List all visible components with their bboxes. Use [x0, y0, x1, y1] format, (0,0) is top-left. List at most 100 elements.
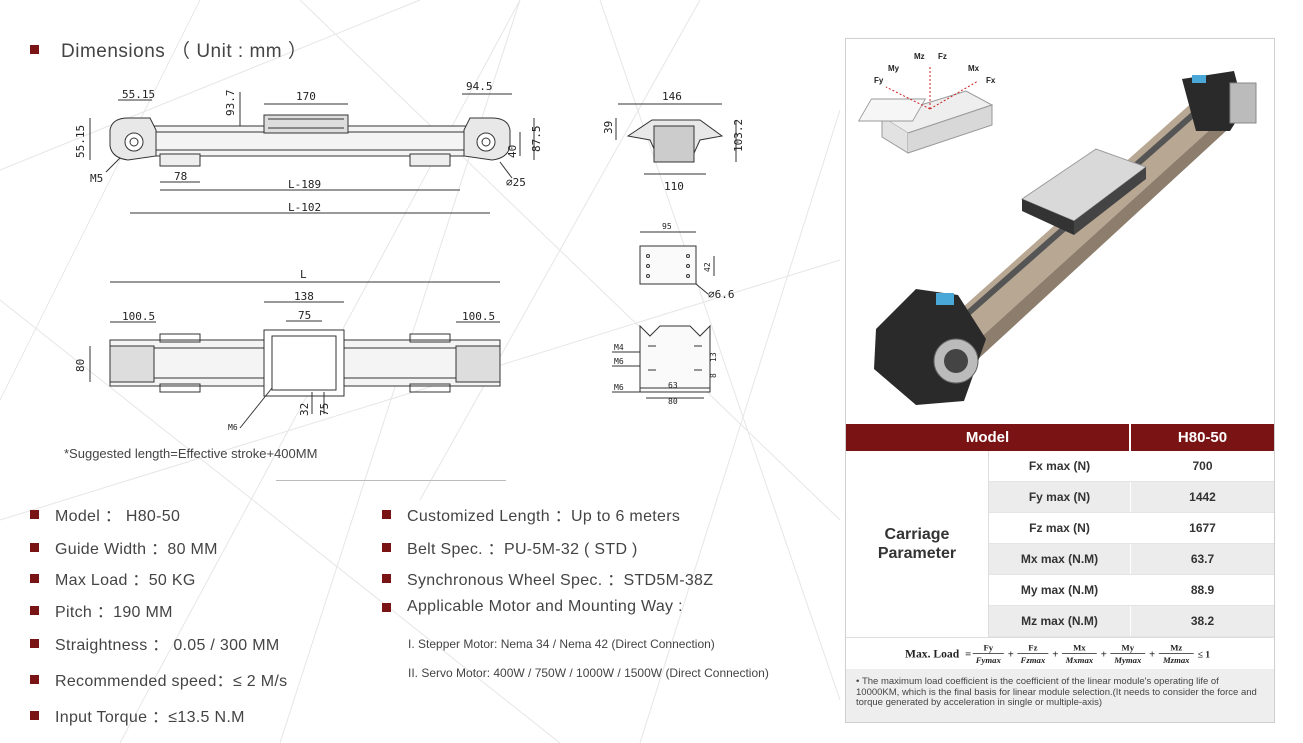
- table-row: Mx max (N.M)63.7: [989, 544, 1274, 575]
- linear-module-illustration: [874, 71, 1257, 405]
- dim-top-32: 32: [298, 403, 311, 416]
- dim-front-m5: M5: [90, 172, 103, 185]
- table-header-value: H80-50: [1177, 429, 1228, 446]
- dim-profile-63: 63: [668, 381, 678, 390]
- spec-bullet: [30, 674, 39, 684]
- formula-num-my: My: [1122, 643, 1135, 653]
- dim-profile-13: 13: [709, 352, 718, 362]
- dim-front-93-7: 93.7: [224, 90, 237, 117]
- svg-text:+: +: [1149, 649, 1155, 660]
- product-panel: Mz Fz My Fy Mx Fx Model H80-50 Ca: [845, 38, 1275, 723]
- axis-label-mz: Mz: [914, 52, 925, 61]
- svg-text:+: +: [1052, 649, 1058, 660]
- dim-side-146: 146: [662, 90, 682, 103]
- dim-carriage-d6-6: ∅6.6: [708, 288, 735, 301]
- dim-side-103-2: 103.2: [732, 119, 745, 152]
- dim-top-138: 138: [294, 290, 314, 303]
- table-row: My max (N.M)88.9: [989, 575, 1274, 606]
- formula-label: Max. Load: [905, 647, 960, 660]
- spec-item-input-torque: Input Torque ：≤13.5 N.M: [30, 703, 245, 727]
- axis-label-my: My: [888, 64, 900, 73]
- footnote: • The maximum load coefficient is the co…: [846, 669, 1274, 722]
- motor-way-servo: II. Servo Motor: 400W / 750W / 1000W / 1…: [408, 666, 769, 680]
- svg-text:+: +: [1008, 649, 1014, 660]
- spec-item-recommended-speed: Recommended speed：≤ 2 M/s: [30, 667, 287, 691]
- svg-text:=: =: [965, 649, 971, 660]
- formula-den-mxmax: Mxmax: [1065, 655, 1094, 665]
- spec-bullet: [30, 542, 39, 552]
- heading-bullet: [30, 45, 39, 54]
- dim-front-l-102: L-102: [288, 201, 321, 214]
- dim-profile-80: 80: [668, 397, 678, 406]
- spec-bullet: [382, 509, 391, 519]
- spec-item-belt-spec: Belt Spec. ：PU-5M-32 ( STD ): [382, 535, 638, 559]
- dim-front-40: 40: [506, 145, 519, 158]
- formula-den-fzmax: Fzmax: [1020, 655, 1046, 665]
- dim-front-55-15-side: 55.15: [74, 125, 87, 158]
- spec-bullet: [30, 573, 39, 583]
- formula-den-fymax: Fymax: [975, 655, 1002, 665]
- dim-front-l-189: L-189: [288, 178, 321, 191]
- axis-diagram: [857, 65, 994, 154]
- table-row: Mz max (N.M)38.2: [989, 606, 1274, 637]
- spec-bullet: [30, 605, 39, 615]
- spec-bullet: [30, 509, 39, 519]
- spec-bullet: [382, 542, 391, 552]
- svg-text:+: +: [1101, 649, 1107, 660]
- dim-front-d25: ∅25: [506, 176, 526, 189]
- axis-label-fy: Fy: [874, 76, 884, 85]
- dim-top-m6: M6: [228, 423, 238, 432]
- spec-item-model: Model ： H80-50: [30, 502, 180, 526]
- table-group-label: Carriage Parameter: [846, 451, 989, 637]
- divider: [276, 480, 506, 481]
- spec-item-pitch: Pitch ：190 MM: [30, 598, 173, 622]
- dim-top-l: L: [300, 268, 307, 281]
- dim-side-39: 39: [602, 121, 615, 134]
- axis-label-mx: Mx: [968, 64, 980, 73]
- front-view-drawing: [89, 92, 535, 214]
- motor-way-stepper: I. Stepper Motor: Nema 34 / Nema 42 (Dir…: [408, 637, 715, 651]
- table-row: Fz max (N)1677: [989, 513, 1274, 544]
- dim-front-94-5: 94.5: [466, 80, 493, 93]
- spec-bullet: [30, 710, 39, 720]
- footnote-bullet: •: [856, 676, 862, 687]
- top-view-drawing: [89, 281, 501, 429]
- dim-front-78: 78: [174, 170, 187, 183]
- dim-top-100-5-right: 100.5: [462, 310, 495, 323]
- formula-den-mzmax: Mzmax: [1162, 655, 1190, 665]
- dim-top-80: 80: [74, 359, 87, 372]
- formula-num-mz: Mz: [1170, 643, 1182, 653]
- axis-label-fz: Fz: [938, 52, 947, 61]
- formula-num-fz: Fz: [1028, 643, 1037, 653]
- carriage-view-drawing: [639, 231, 715, 295]
- dim-front-55-15-top: 55.15: [122, 88, 155, 101]
- product-photo: Mz Fz My Fy Mx Fx: [857, 52, 1257, 405]
- dim-front-170: 170: [296, 90, 316, 103]
- spec-item-motor-mounting: Applicable Motor and Mounting Way :: [382, 598, 683, 616]
- suggested-length-note: *Suggested length=Effective stroke+400MM: [64, 446, 318, 461]
- spec-item-customized-length: Customized Length ：Up to 6 meters: [382, 502, 680, 526]
- dim-carriage-42: 42: [703, 262, 712, 272]
- spec-bullet: [382, 602, 391, 612]
- dim-top-75-vert: 75: [318, 403, 331, 416]
- table-header-model: Model: [846, 424, 1131, 451]
- max-load-formula: Max. Load = Fy Fymax + Fz Fzmax + Mx Mxm…: [846, 637, 1274, 665]
- formula-num-fy: Fy: [983, 643, 993, 653]
- dim-carriage-95: 95: [662, 222, 672, 231]
- heading-title: Dimensions （ Unit : mm ）: [61, 41, 308, 62]
- dim-top-75: 75: [298, 309, 311, 322]
- spec-bullet: [30, 638, 39, 648]
- table-row: Fx max (N)700: [989, 451, 1274, 482]
- spec-item-guide-width: Guide Width ：80 MM: [30, 535, 218, 559]
- dim-profile-m6-b: M6: [614, 383, 624, 392]
- dim-profile-m4: M4: [614, 343, 624, 352]
- section-heading: Dimensions （ Unit : mm ）: [30, 36, 307, 63]
- formula-num-mx: Mx: [1073, 643, 1086, 653]
- profile-view-drawing: [612, 324, 711, 399]
- axis-label-fx: Fx: [986, 76, 996, 85]
- dim-front-87-5: 87.5: [530, 126, 543, 153]
- formula-den-mymax: Mymax: [1113, 655, 1142, 665]
- formula-tail: ≤ 1: [1198, 649, 1211, 660]
- table-row: Fy max (N)1442: [989, 482, 1274, 513]
- spec-item-straightness: Straightness ： 0.05 / 300 MM: [30, 631, 280, 655]
